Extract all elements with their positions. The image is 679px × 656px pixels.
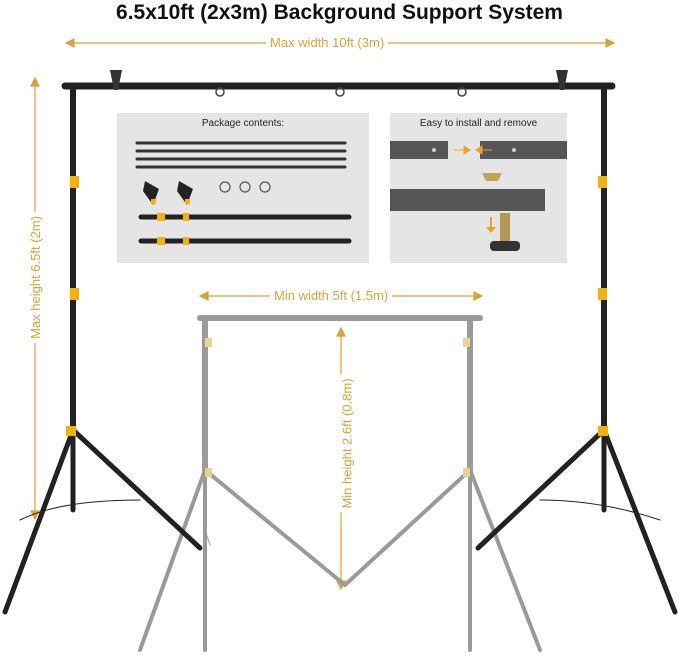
max-height-label: Max height 6.5ft (2m) — [27, 212, 43, 343]
min-width-label: Min width 5ft (1.5m) — [270, 288, 393, 303]
page-title: 6.5x10ft (2x3m) Background Support Syste… — [116, 1, 563, 24]
min-height-label: Min height 2.6ft (0.8m) — [339, 374, 355, 513]
install-panel-image — [390, 141, 567, 251]
max-width-label: Max width 10ft (3m) — [266, 35, 389, 50]
install-panel: Easy to install and remove — [390, 113, 567, 263]
package-contents-panel: Package contents: — [117, 113, 369, 263]
min-stand-clamps — [205, 338, 470, 477]
package-contents-label: Package contents: — [201, 118, 285, 129]
hook-clips — [215, 87, 467, 97]
install-panel-label: Easy to install and remove — [419, 118, 538, 129]
spring-clamps — [110, 70, 568, 90]
max-stand-clamps — [66, 176, 608, 436]
max-stand — [2, 82, 678, 615]
package-contents-image — [135, 141, 352, 245]
